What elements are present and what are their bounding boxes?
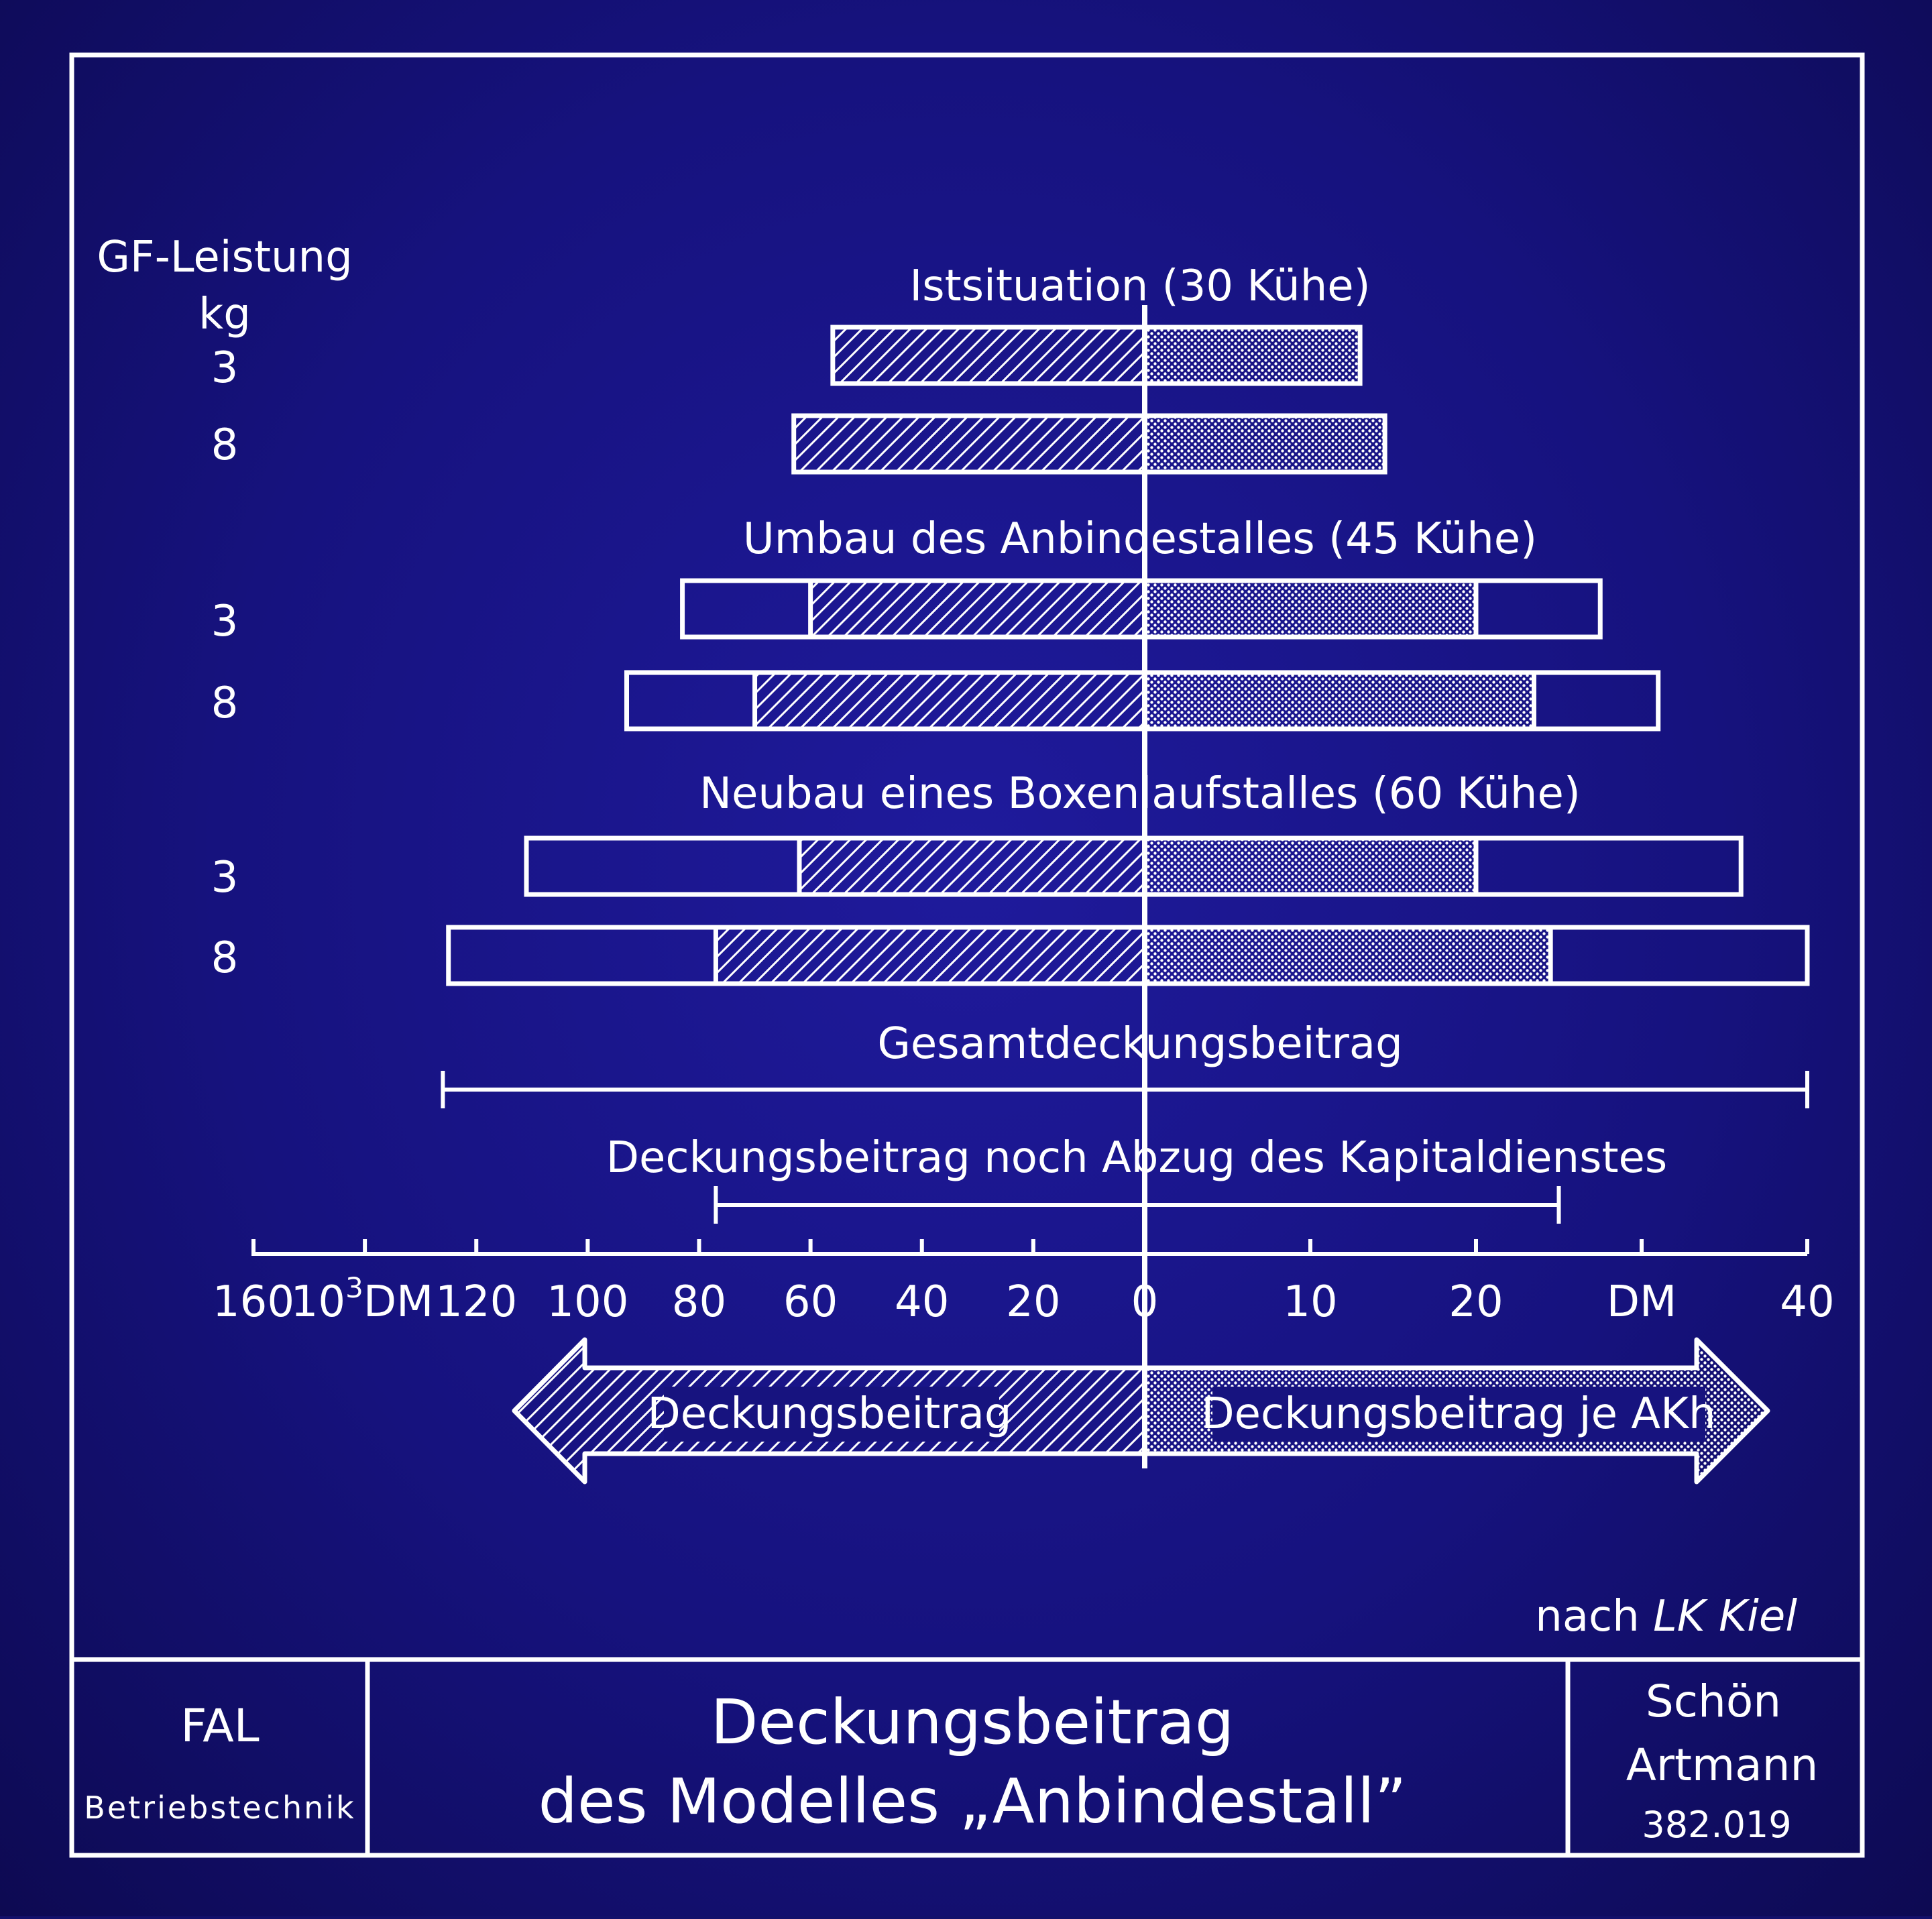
legend-layer (441, 1071, 1809, 1224)
bar-db-je-akh-fill (1145, 927, 1551, 984)
bar-outline (791, 413, 1387, 475)
bar-outline (524, 835, 1744, 897)
gf-value-label: 3 (211, 343, 239, 393)
footer-title-line2: des Modelles „Anbindestall” (538, 1765, 1407, 1837)
bar-db-je-akh-fill (1145, 327, 1361, 384)
footer-title-line1: Deckungsbeitrag (711, 1686, 1235, 1758)
legend-gesamt-label: Gesamtdeckungsbeitrag (877, 1019, 1402, 1069)
bar-db-je-akh-fill (1145, 581, 1476, 637)
gf-value-label: 3 (211, 597, 239, 646)
gf-axis-title-line2: kg (198, 290, 251, 339)
footer-institute: FAL (180, 1700, 259, 1753)
right-axis-unit: DM (1607, 1277, 1677, 1327)
bar-db-je-akh-fill (1145, 673, 1534, 729)
x-axis-tick-label: 40 (1780, 1277, 1834, 1327)
bar-deckungsbeitrag-fill (799, 838, 1145, 894)
bar-db-je-akh-fill (1145, 838, 1476, 894)
x-axis-tick-label: 160 (213, 1277, 294, 1327)
x-axis-tick-label: 20 (1448, 1277, 1503, 1327)
bar-outline (446, 925, 1810, 986)
legend-nach-kapital-label: Deckungsbeitrag noch Abzug des Kapitaldi… (606, 1133, 1668, 1183)
footer-department: Betriebstechnik (84, 1790, 355, 1826)
group-title: Umbau des Anbindestalles (45 Kühe) (743, 514, 1537, 564)
group-title: Neubau eines Boxenlaufstalles (60 Kühe) (699, 769, 1581, 819)
x-axis-tick-label: 100 (547, 1277, 628, 1327)
gf-value-label: 8 (211, 933, 239, 983)
gf-value-label: 8 (211, 679, 239, 728)
arrow-right-label: Deckungsbeitrag je AKh (1201, 1389, 1715, 1439)
left-axis-unit: 103DM (291, 1271, 434, 1327)
x-axis-tick-label: 80 (672, 1277, 726, 1327)
gf-axis-title-line1: GF-Leistung (97, 233, 352, 282)
bar-deckungsbeitrag-fill (754, 673, 1145, 729)
arrow-left-label: Deckungsbeitrag (647, 1389, 1011, 1439)
group-title: Istsituation (30 Kühe) (909, 261, 1370, 311)
footer-author1: Schön (1646, 1676, 1781, 1727)
bar-deckungsbeitrag-fill (810, 581, 1145, 637)
bar-outline (680, 578, 1603, 640)
bar-deckungsbeitrag-fill (832, 327, 1145, 384)
footer-number: 382.019 (1642, 1804, 1791, 1846)
arrow-left-label-bg (664, 1387, 999, 1442)
bar-deckungsbeitrag-fill (716, 927, 1145, 984)
source-note: nach LK Kiel (1535, 1592, 1797, 1641)
x-axis-tick-label: 60 (783, 1277, 838, 1327)
axis-layer: 160 120 100 80 60 40 20 0 10 20 40 (213, 1239, 1835, 1327)
bars-layer (446, 325, 1810, 986)
gf-value-label: 3 (211, 853, 239, 903)
x-axis-tick-label: 20 (1006, 1277, 1060, 1327)
arrow-right-label-bg (1212, 1387, 1705, 1442)
x-axis-tick-label: 0 (1131, 1277, 1159, 1327)
bar-deckungsbeitrag-fill (793, 416, 1145, 472)
bar-db-je-akh-fill (1145, 416, 1385, 472)
outer-frame (69, 52, 1865, 1858)
bar-outline (830, 325, 1363, 386)
gf-value-label: 8 (211, 420, 239, 470)
x-axis-tick-label: 120 (435, 1277, 517, 1327)
x-axis-tick-label: 40 (895, 1277, 949, 1327)
x-axis-tick-label: 10 (1283, 1277, 1337, 1327)
footer-author2: Artmann (1626, 1739, 1819, 1791)
